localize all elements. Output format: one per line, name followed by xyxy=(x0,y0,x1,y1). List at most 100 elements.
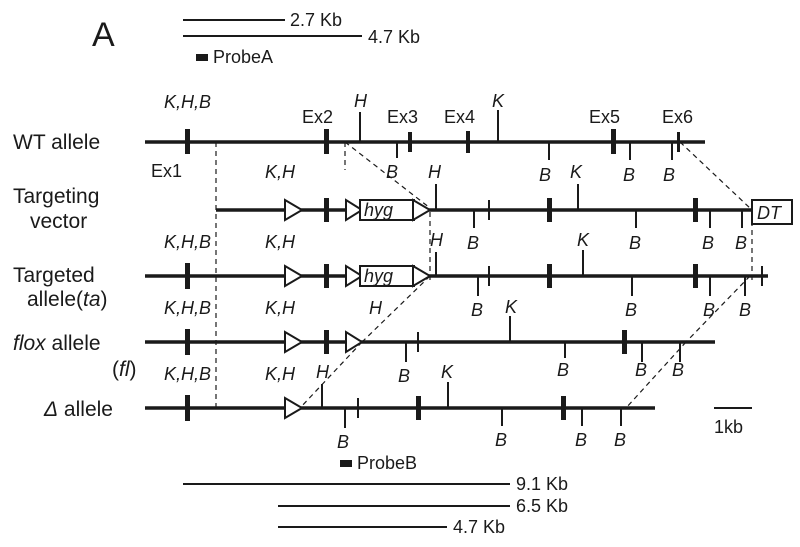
wt-exon-4 xyxy=(466,131,470,153)
wt-site-label-b4: B xyxy=(663,165,675,185)
fl-loxp-1 xyxy=(284,330,304,354)
fl-site-label-h: H xyxy=(369,298,383,318)
del-exon-5 xyxy=(561,396,566,420)
ta-site-label-h: H xyxy=(430,230,444,250)
wt-exon-2 xyxy=(324,129,329,154)
ta-site-label-b3: B xyxy=(703,300,715,320)
tv-site-label-b2: B xyxy=(629,233,641,253)
band-label-4-7kb-a: 4.7 Kb xyxy=(368,27,420,47)
wt-exon-label-1: Ex1 xyxy=(151,161,182,181)
del-exon-1 xyxy=(185,395,190,421)
band-label-2-7kb: 2.7 Kb xyxy=(290,10,342,30)
targeted-allele-track xyxy=(145,250,768,296)
probe-b-label: ProbeB xyxy=(357,453,417,473)
delta-guides xyxy=(299,341,687,409)
probe-a-marker xyxy=(196,54,208,61)
del-site-label-khb: K,H,B xyxy=(164,364,211,384)
del-loxp xyxy=(284,396,304,420)
ta-site-label-khb: K,H,B xyxy=(164,232,211,252)
ta-site-label-b4: B xyxy=(739,300,751,320)
wt-exon-3 xyxy=(408,132,412,152)
wt-site-label-b2: B xyxy=(539,165,551,185)
ta-frt xyxy=(412,264,432,288)
ta-exon-4 xyxy=(547,264,552,288)
ta-exon-1 xyxy=(185,263,190,289)
flox-allele-label: flox allele xyxy=(13,332,101,355)
fl-site-label-kh: K,H xyxy=(265,298,296,318)
panel-label: A xyxy=(92,16,115,54)
fl-site-label-b2: B xyxy=(557,360,569,380)
wt-site-label-khb: K,H,B xyxy=(164,92,211,112)
del-site-label-b4: B xyxy=(614,430,626,450)
tv-hyg-label: hyg xyxy=(364,200,393,220)
fl-exon-1 xyxy=(185,329,190,355)
tv-site-label-kh: K,H xyxy=(265,162,296,182)
tv-site-label-h: H xyxy=(428,162,442,182)
wt-exon-6 xyxy=(677,132,680,152)
wt-exon-1 xyxy=(185,129,190,154)
ta-site-label-k: K xyxy=(577,230,590,250)
del-site-label-kh: K,H xyxy=(265,364,296,384)
fl-exon-2 xyxy=(324,330,329,354)
ta-hyg-label: hyg xyxy=(364,266,393,286)
del-site-label-h: H xyxy=(316,362,330,382)
targeted-allele-label-2: allele(ta) xyxy=(27,288,108,311)
ta-site-label-kh: K,H xyxy=(265,232,296,252)
wt-site-label-k: K xyxy=(492,91,505,111)
del-site-label-b1: B xyxy=(337,432,349,452)
ta-site-label-b1: B xyxy=(471,300,483,320)
ta-exon-2 xyxy=(324,264,329,288)
fl-loxp-2 xyxy=(345,330,364,354)
fl-site-label-k: K xyxy=(505,297,518,317)
band-label-4-7kb-b: 4.7 Kb xyxy=(453,517,505,537)
tv-site-label-b1: B xyxy=(467,233,479,253)
ta-site-label-b2: B xyxy=(625,300,637,320)
ta-exon-5 xyxy=(693,264,698,288)
wt-exon-label-4: Ex4 xyxy=(444,107,475,127)
wt-exon-label-3: Ex3 xyxy=(387,107,418,127)
flox-guides xyxy=(361,275,751,343)
del-site-label-b2: B xyxy=(495,430,507,450)
probe-a-label: ProbeA xyxy=(213,47,273,67)
probe-b-marker xyxy=(340,460,352,467)
tv-site-label-b3: B xyxy=(702,233,714,253)
fl-site-label-b3: B xyxy=(635,360,647,380)
band-label-9-1kb: 9.1 Kb xyxy=(516,474,568,494)
wt-site-label-b3: B xyxy=(623,165,635,185)
fl-site-label-khb: K,H,B xyxy=(164,298,211,318)
tv-loxp-1 xyxy=(284,198,304,222)
flox-allele-abbr: (fl) xyxy=(112,358,137,381)
wt-exon-label-2: Ex2 xyxy=(302,107,333,127)
tv-site-label-k: K xyxy=(570,162,583,182)
band-label-6-5kb: 6.5 Kb xyxy=(516,496,568,516)
flox-allele-track xyxy=(145,316,715,362)
fl-site-label-b4: B xyxy=(672,360,684,380)
tv-loxp-2 xyxy=(345,198,364,222)
wt-exon-5 xyxy=(611,129,616,154)
tv-frt xyxy=(412,198,432,222)
del-site-label-k: K xyxy=(441,362,454,382)
targeting-vector-label-2: vector xyxy=(30,210,87,233)
targeting-vector-label-1: Targeting xyxy=(13,185,99,208)
wt-site-label-h: H xyxy=(354,91,368,111)
targeting-vector-track xyxy=(216,184,793,228)
del-exon-4 xyxy=(416,396,421,420)
delta-allele-label: Δ allele xyxy=(43,398,113,421)
tv-dt-cassette xyxy=(751,199,793,225)
fl-exon-5 xyxy=(622,330,627,354)
wt-allele-track xyxy=(145,110,705,160)
tv-site-label-b4: B xyxy=(735,233,747,253)
wt-exon-label-5: Ex5 xyxy=(589,107,620,127)
tv-exon-2 xyxy=(324,198,329,222)
del-site-label-b3: B xyxy=(575,430,587,450)
wt-site-label-b1: B xyxy=(386,162,398,182)
scale-bar-label: 1kb xyxy=(714,417,743,437)
tv-dt-label: DT xyxy=(757,203,783,223)
wt-exon-label-6: Ex6 xyxy=(662,107,693,127)
tv-exon-4 xyxy=(547,198,552,222)
delta-allele-track xyxy=(145,382,655,428)
ta-loxp-1 xyxy=(284,264,304,288)
wt-allele-label: WT allele xyxy=(13,131,100,154)
